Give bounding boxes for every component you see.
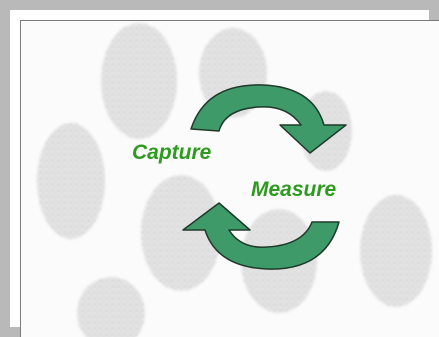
fingerprints-icon — [37, 23, 432, 337]
diagram-canvas: Capture Measure — [20, 20, 439, 337]
curved-arrow-right-icon — [190, 84, 347, 154]
fingerprint-1 — [101, 23, 177, 139]
capture-label: Capture — [132, 141, 212, 164]
fingerprint-4 — [141, 175, 221, 291]
fingerprint-6 — [360, 195, 432, 307]
curved-arrow-left-icon — [182, 202, 340, 270]
fingerprint-7 — [77, 277, 145, 337]
diagram-svg — [37, 23, 432, 337]
fingerprint-3 — [37, 123, 105, 239]
measure-label: Measure — [251, 178, 337, 201]
